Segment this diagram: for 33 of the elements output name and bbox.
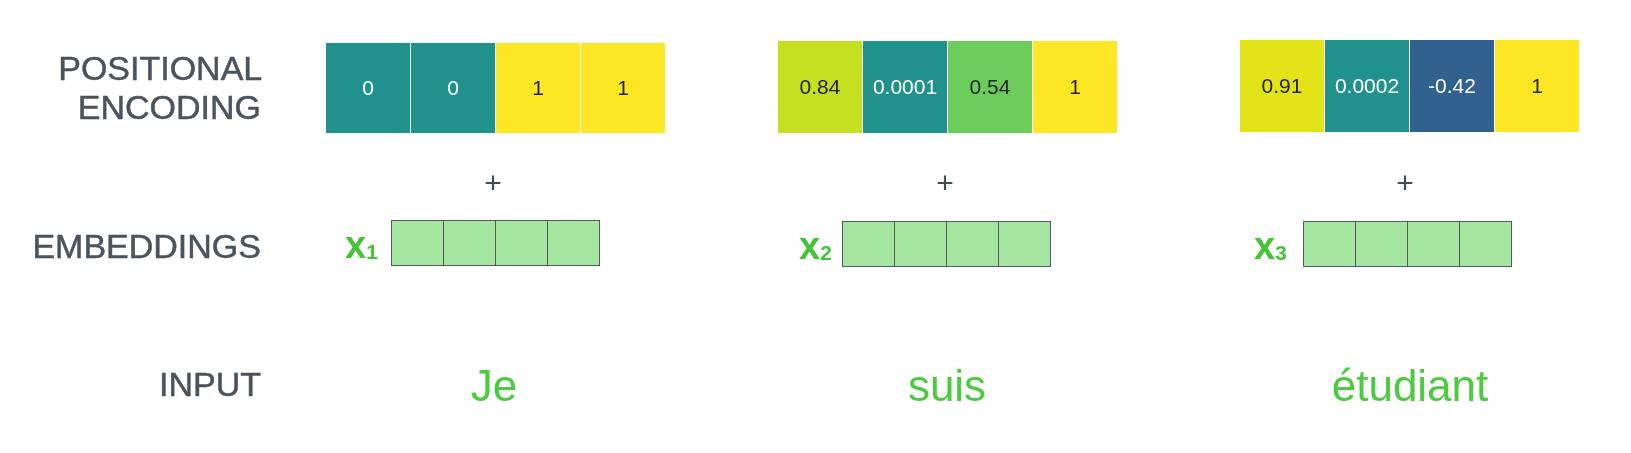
encoding-cell: 1 [496,43,580,133]
embedding-cell [1407,221,1460,267]
input-word: étudiant [1331,364,1489,408]
row-label: POSITIONAL ENCODING [58,49,261,127]
encoding-cell: 1 [581,43,665,133]
input-word: Je [470,364,518,408]
embedding-cell [894,221,947,267]
encoding-cell: 0.84 [778,41,862,133]
encoding-cell: 0.54 [948,41,1032,133]
encoding-cell: 0.0002 [1325,40,1409,132]
encoding-cell: 0 [411,43,495,133]
embedding-cell [946,221,999,267]
row-label: EMBEDDINGS [32,227,261,266]
embedding-cell [842,221,895,267]
embedding-cell [998,221,1051,267]
embedding-cell [391,220,444,266]
input-word: suis [907,364,987,408]
encoding-cell: 0 [326,43,410,133]
encoding-cell: 0.0001 [863,41,947,133]
embedding-cell [1355,221,1408,267]
plus-sign: + [936,168,954,198]
encoding-cell: 1 [1495,40,1579,132]
encoding-cell: -0.42 [1410,40,1494,132]
encoding-cell: 0.91 [1240,40,1324,132]
plus-sign: + [484,168,502,198]
embedding-cell [1459,221,1512,267]
embedding-cell [547,220,600,266]
embedding-cell [443,220,496,266]
plus-sign: + [1396,168,1414,198]
row-label: INPUT [159,365,261,404]
encoding-cell: 1 [1033,41,1117,133]
embedding-cell [495,220,548,266]
embedding-cell [1303,221,1356,267]
